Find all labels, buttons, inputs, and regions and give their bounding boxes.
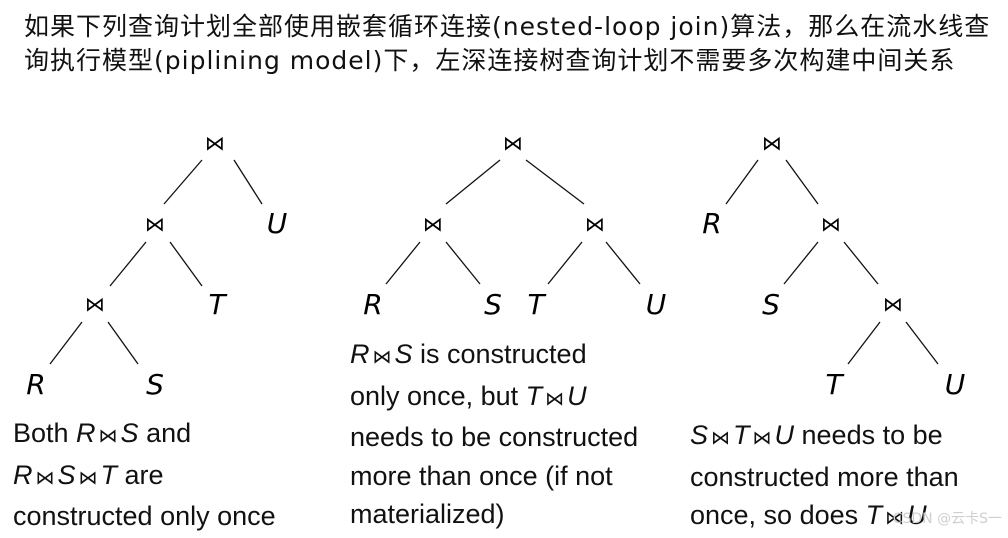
relation-variable: R	[13, 459, 33, 490]
caption-text: needs to be constructed	[350, 422, 639, 452]
tree2-right-join: ⋈	[585, 212, 605, 236]
tree1-low-join: ⋈	[85, 292, 105, 316]
relation-variable: S	[690, 420, 709, 450]
tree1-leaf-u: U	[267, 207, 288, 240]
caption-text: constructed more than	[690, 461, 959, 492]
caption-text: more than once (if not	[350, 460, 613, 491]
tree2-leaf-u: U	[646, 288, 667, 321]
relation-variable: U	[567, 380, 587, 411]
tree1-leaf-r: R	[26, 368, 45, 401]
relation-variable: U	[774, 420, 795, 450]
tree3-leaf-u: U	[945, 368, 966, 401]
tree2-left-join: ⋈	[423, 212, 443, 236]
caption-text: only once, but	[350, 380, 526, 411]
join-symbol: ⋈	[885, 507, 905, 529]
caption-text: constructed only once	[13, 501, 276, 531]
caption-text: Both	[13, 418, 77, 448]
tree2-leaf-s: S	[484, 288, 502, 321]
tree2-leaf-r: R	[363, 288, 382, 321]
caption-text: are	[117, 459, 164, 490]
caption-text: needs to be	[794, 420, 943, 450]
caption-text: is constructed	[412, 339, 587, 369]
watermark: CSDN @云卡S一	[892, 511, 1002, 527]
relation-variable: T	[865, 500, 883, 530]
caption-text: materialized)	[350, 499, 505, 529]
tree3-leaf-s: S	[762, 288, 780, 321]
tree3-low-join: ⋈	[883, 292, 903, 316]
caption-text: and	[138, 418, 192, 448]
relation-variable: T	[525, 380, 543, 411]
tree1-root-join: ⋈	[205, 131, 225, 155]
join-symbol: ⋈	[545, 387, 565, 410]
tree2-leaf-t: T	[527, 288, 546, 321]
tree3-root-join: ⋈	[762, 131, 782, 155]
relation-variable: S	[120, 418, 139, 448]
tree3-mid-join: ⋈	[821, 212, 841, 236]
caption-text: once, so does	[690, 500, 866, 530]
join-symbol: ⋈	[752, 427, 772, 449]
relation-variable: T	[733, 420, 750, 450]
join-symbol: ⋈	[711, 427, 731, 449]
tree1-leaf-s: S	[146, 368, 164, 401]
relation-variable: R	[350, 339, 370, 369]
tree2-root-join: ⋈	[503, 131, 523, 155]
join-symbol: ⋈	[78, 466, 98, 489]
join-symbol: ⋈	[372, 346, 392, 368]
relation-variable: S	[394, 339, 413, 369]
tree3-leaf-r: R	[702, 207, 721, 240]
bushy-tree: ⋈ ⋈ ⋈ R S T U	[363, 131, 666, 321]
relation-variable: S	[57, 459, 76, 490]
right-deep-tree: ⋈ ⋈ ⋈ R S T U	[702, 131, 965, 401]
relation-variable: R	[76, 418, 96, 448]
relation-variable: T	[100, 459, 118, 490]
relation-variable: U	[907, 500, 927, 530]
join-symbol: ⋈	[98, 425, 118, 447]
tree1-leaf-t: T	[208, 288, 227, 321]
left-deep-tree: ⋈ ⋈ ⋈ U T R S	[26, 131, 287, 401]
slide-heading: 如果下列查询计划全部使用嵌套循环连接(nested-loop join)算法，那…	[24, 12, 991, 75]
tree3-leaf-t: T	[825, 368, 844, 401]
join-symbol: ⋈	[35, 466, 55, 489]
tree1-mid-join: ⋈	[145, 212, 165, 236]
